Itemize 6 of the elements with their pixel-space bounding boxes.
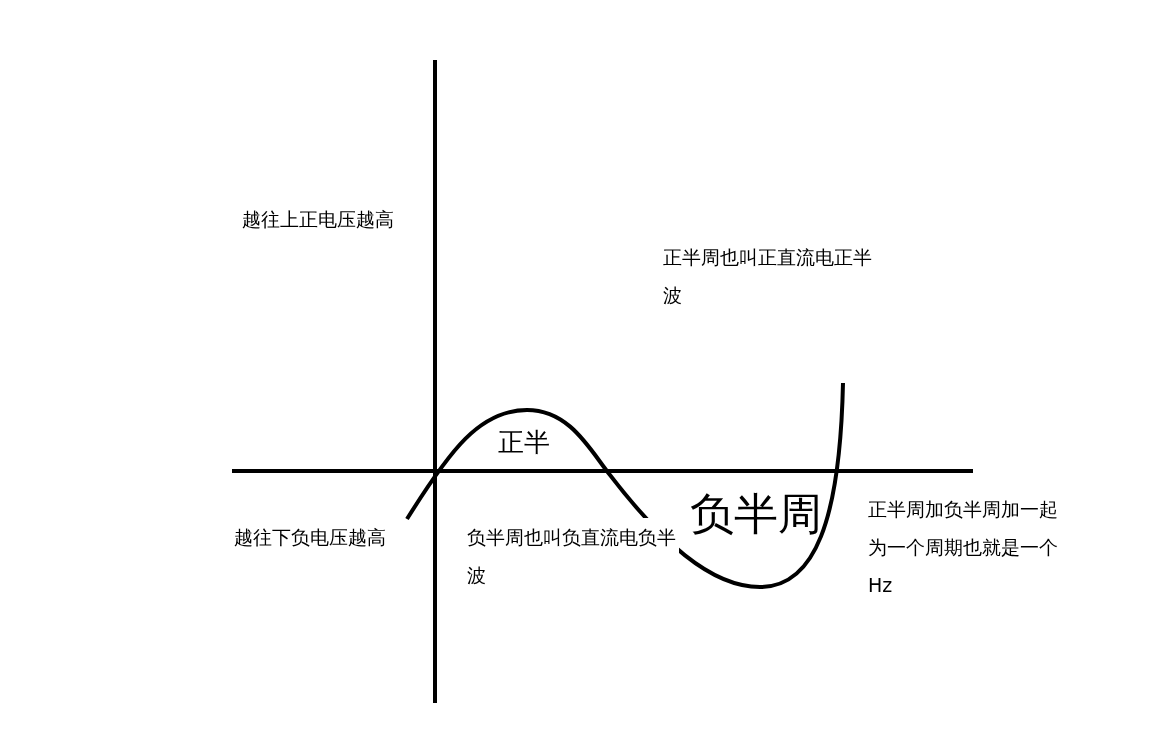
annotation-text: 正半周也叫正直流电正半波 [663, 245, 873, 308]
axis-note: 越往上正电压越高 [242, 207, 395, 232]
axis-note: 越往下负电压越高 [234, 525, 387, 550]
annotation-text: 正半周加负半周加一起为一个周期也就是一个Hz [868, 497, 1059, 598]
handwritten-label: 正半 [498, 426, 551, 459]
handwritten-label: 负半周 [690, 487, 823, 541]
